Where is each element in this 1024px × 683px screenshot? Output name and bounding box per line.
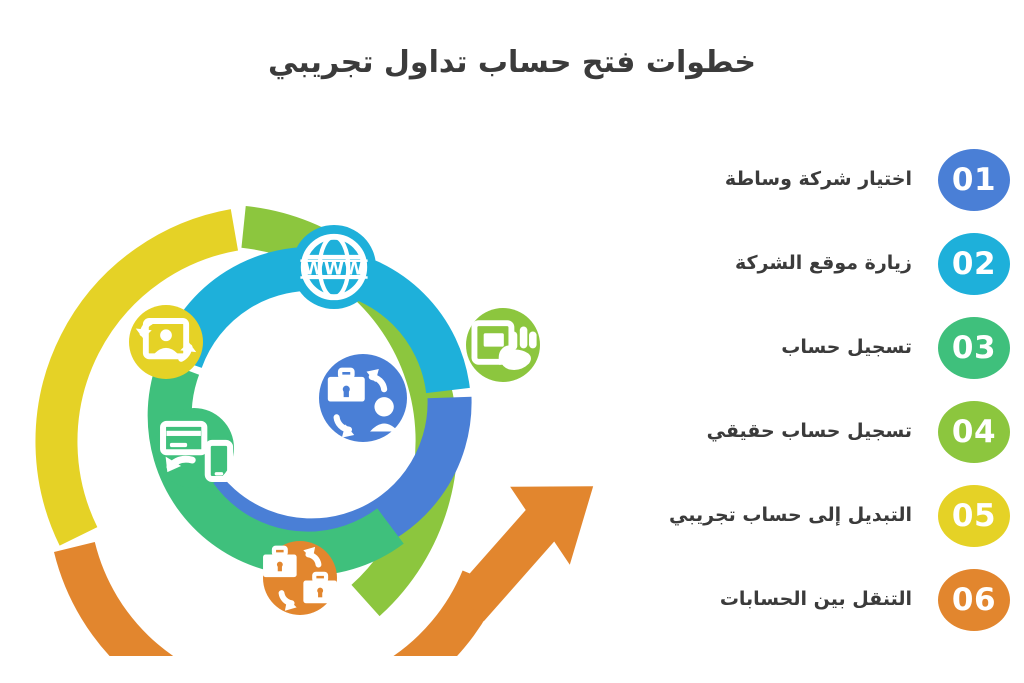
- step-label-01: اختيار شركة وساطة: [724, 168, 912, 191]
- step-badge-06: 06: [938, 569, 1010, 631]
- inner-ring: [147, 246, 472, 576]
- legend-item-03[interactable]: 03 تسجيل حساب: [610, 306, 1010, 390]
- icon-bubble-briefcase-person[interactable]: [319, 354, 407, 442]
- step-label-02: زيارة موقع الشركة: [734, 252, 912, 275]
- page-title: خطوات فتح حساب تداول تجريبي: [268, 45, 756, 80]
- step-badge-04: 04: [938, 401, 1010, 463]
- legend-item-02[interactable]: 02 زيارة موقع الشركة: [610, 222, 1010, 306]
- icon-bubble-account-switch[interactable]: [129, 305, 203, 379]
- legend-item-05[interactable]: 05 التبديل إلى حساب تجريبي: [610, 474, 1010, 558]
- outer-segment-05[interactable]: [35, 209, 239, 546]
- icon-bubble-www-globe[interactable]: [292, 225, 376, 309]
- step-badge-03: 03: [938, 317, 1010, 379]
- step-label-04: تسجيل حساب حقيقي: [706, 420, 912, 443]
- step-label-06: التنقل بين الحسابات: [719, 588, 912, 611]
- steps-legend: 01 اختيار شركة وساطة 02 زيارة موقع الشرك…: [610, 138, 1010, 642]
- process-ring-diagram: WWW: [18, 126, 618, 656]
- step-badge-05: 05: [938, 485, 1010, 547]
- step-badge-02: 02: [938, 233, 1010, 295]
- legend-item-04[interactable]: 04 تسجيل حساب حقيقي: [610, 390, 1010, 474]
- outer-arrow-head: [455, 486, 594, 622]
- step-badge-01: 01: [938, 149, 1010, 211]
- icon-bubble-briefcase-exchange[interactable]: [263, 541, 337, 615]
- legend-item-06[interactable]: 06 التنقل بين الحسابات: [610, 558, 1010, 642]
- step-label-03: تسجيل حساب: [781, 336, 912, 359]
- outer-segment-06[interactable]: [53, 541, 502, 656]
- step-label-05: التبديل إلى حساب تجريبي: [669, 504, 912, 527]
- legend-item-01[interactable]: 01 اختيار شركة وساطة: [610, 138, 1010, 222]
- icon-bubble-card-mobile[interactable]: [154, 408, 234, 488]
- icon-bubble-tablet-hand[interactable]: [466, 308, 540, 382]
